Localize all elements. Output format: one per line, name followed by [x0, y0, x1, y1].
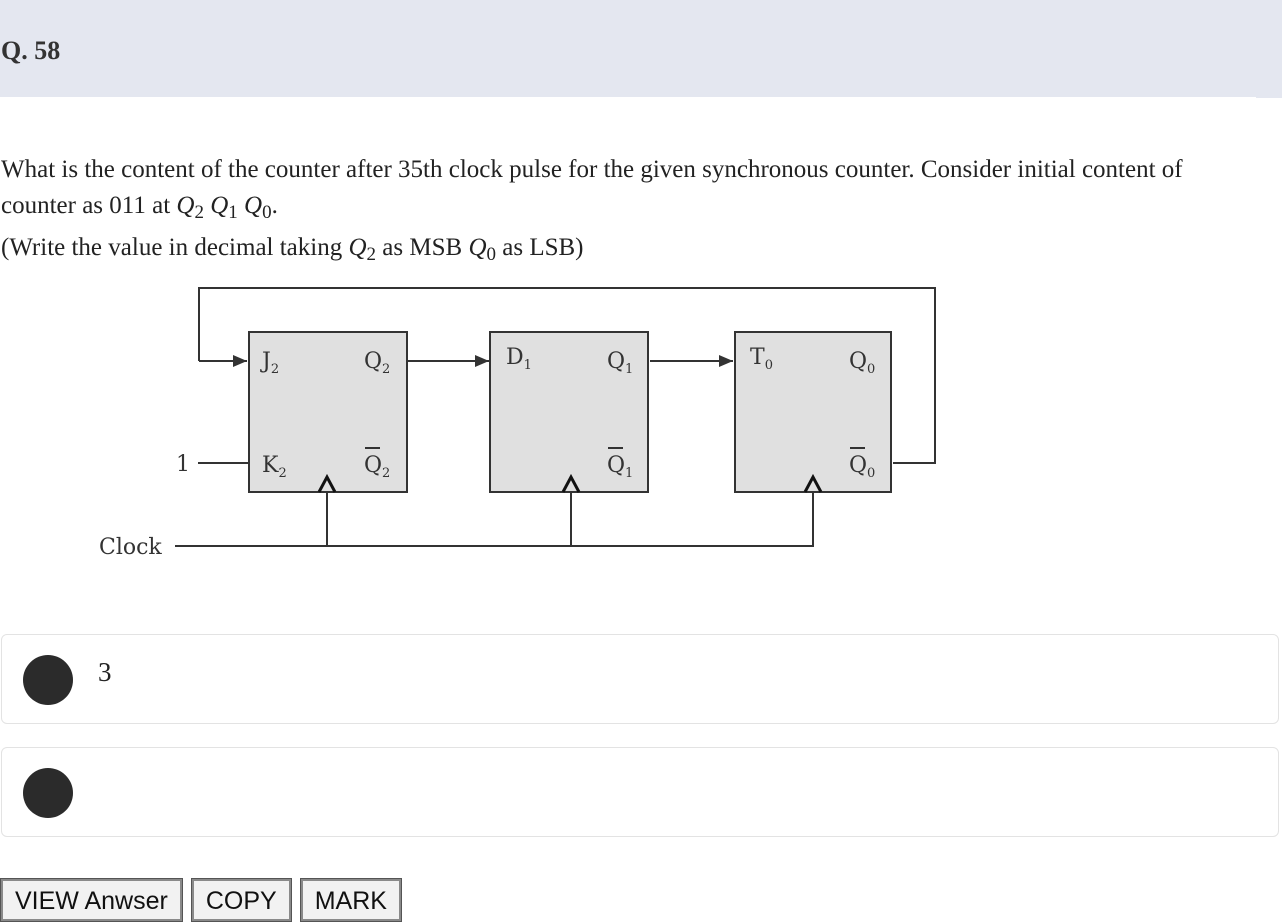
question-hint: (Write the value in decimal taking Q2 as… — [1, 234, 584, 265]
question-number: Q. 58 — [1, 36, 61, 65]
option-a[interactable]: 3 — [1, 634, 1279, 724]
label-j2: J2 — [260, 349, 279, 377]
label-q1: Q1 — [607, 349, 633, 377]
view-answer-button[interactable]: VIEW Anwser — [0, 878, 183, 922]
mark-button[interactable]: MARK — [299, 878, 402, 922]
label-const-one: 1 — [176, 452, 190, 477]
question-header — [0, 0, 1256, 97]
feedback-wire — [198, 287, 936, 464]
clock-edge-ff0 — [803, 473, 823, 493]
copy-button[interactable]: COPY — [190, 878, 292, 922]
flipflop-t0 — [734, 331, 892, 493]
option-b-radio[interactable] — [23, 768, 73, 818]
option-a-label: 3 — [98, 657, 112, 687]
option-a-radio[interactable] — [23, 655, 73, 705]
label-q1-bar: Q1 — [607, 453, 633, 481]
clock-edge-ff2 — [317, 473, 337, 493]
label-q0-bar: Q0 — [849, 453, 875, 481]
question-header-edge — [1256, 0, 1282, 98]
option-b[interactable] — [1, 747, 1279, 837]
label-clock: Clock — [99, 535, 162, 560]
clock-wire — [175, 490, 814, 547]
label-q0: Q0 — [849, 349, 875, 377]
action-buttons: VIEW Anwser COPY MARK — [0, 878, 402, 922]
label-d1: D1 — [506, 345, 532, 373]
label-q2: Q2 — [364, 349, 390, 377]
question-text: What is the content of the counter after… — [1, 156, 1183, 223]
clock-edge-ff1 — [561, 473, 581, 493]
flipflop-d1 — [489, 331, 649, 493]
label-k2: K2 — [262, 453, 287, 481]
label-t0: T0 — [750, 345, 773, 373]
label-q2-bar: Q2 — [364, 453, 390, 481]
flipflop-jk2 — [248, 331, 408, 493]
counter-circuit-diagram: J2 Q2 K2 Q2 D1 Q1 Q1 T0 Q0 Q0 1 Clock — [99, 287, 936, 560]
